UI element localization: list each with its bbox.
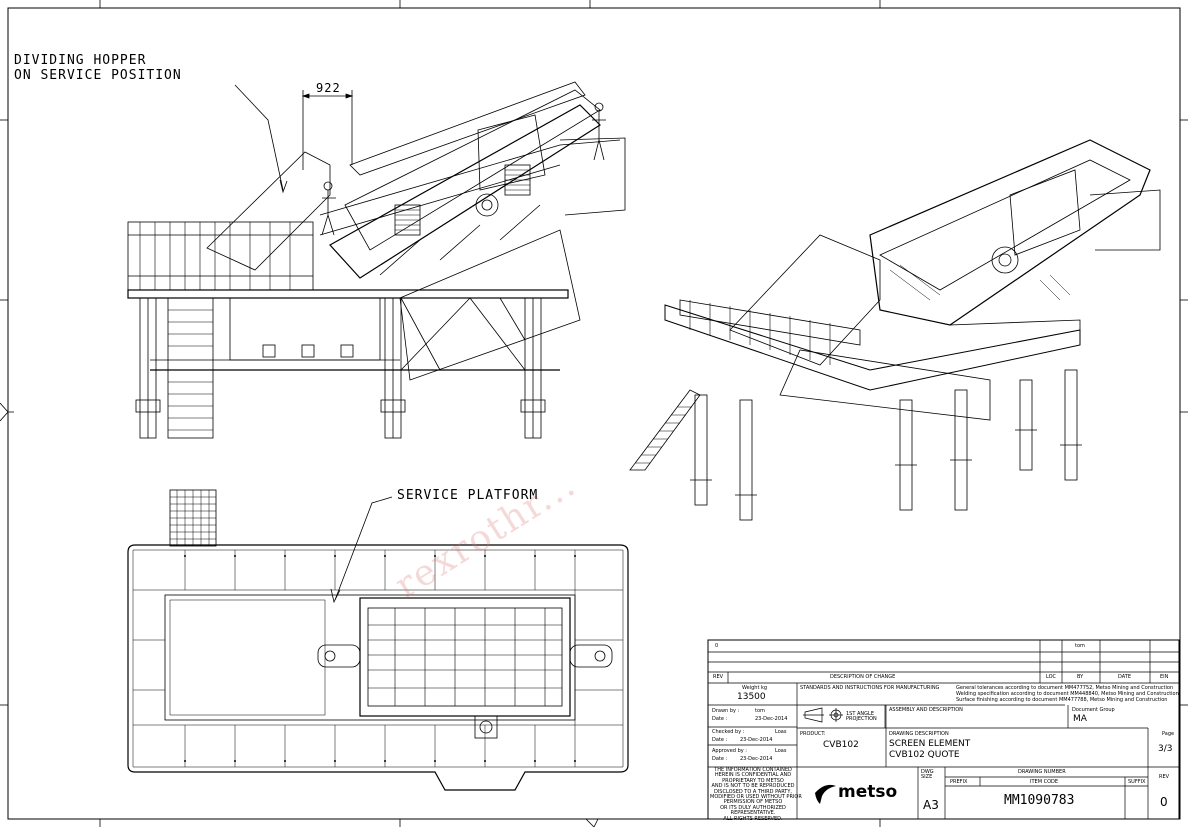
tb-dwg-size-label: DWG SIZE bbox=[921, 769, 934, 780]
tb-drawing-number-value: MM1090783 bbox=[1004, 793, 1075, 808]
tb-drawn-by-label: Drawn by : bbox=[712, 708, 740, 714]
dividing-hopper-label-line1: DIVIDING HOPPER bbox=[14, 53, 147, 68]
tb-header-rev: REV bbox=[713, 674, 724, 680]
tb-page-label: Page bbox=[1162, 731, 1175, 737]
tb-weight-value: 13500 bbox=[737, 692, 766, 702]
side-view bbox=[127, 81, 626, 439]
tb-assembly-label: ASSEMBLY AND DESCRIPTION bbox=[889, 707, 963, 713]
tb-document-group-label: Document Group bbox=[1072, 707, 1115, 713]
tb-approved-date-label: Date : bbox=[712, 756, 728, 762]
tb-top-row-tom: tom bbox=[1075, 643, 1085, 649]
tb-product-label: PRODUCT: bbox=[800, 731, 826, 737]
tb-document-group-value: MA bbox=[1073, 714, 1087, 724]
tb-drawing-description-label: DRAWING DESCRIPTION bbox=[889, 731, 949, 737]
person-figure-right bbox=[592, 102, 606, 161]
tb-rev-value: 0 bbox=[1160, 795, 1168, 809]
tb-checked-by-label: Checked by : bbox=[712, 729, 745, 735]
tb-drawing-number-label: DRAWING NUMBER bbox=[1018, 769, 1066, 775]
isometric-view bbox=[629, 139, 1161, 521]
plan-view bbox=[127, 489, 629, 791]
metso-logo-text: metso bbox=[838, 782, 898, 802]
service-platform-label: SERVICE PLATFORM bbox=[397, 488, 539, 503]
tb-rev-label: REV bbox=[1159, 774, 1170, 780]
dimension-922: 922 bbox=[316, 81, 341, 95]
tb-page-value: 3/3 bbox=[1158, 744, 1173, 754]
tb-tolerances-1: General tolerances according to document… bbox=[956, 685, 1174, 691]
tb-suffix-label: SUFFIX bbox=[1128, 779, 1146, 785]
metso-logo-icon bbox=[815, 784, 836, 804]
tb-tolerances-2: Welding specification according to docum… bbox=[956, 691, 1179, 697]
tb-drawn-date-label: Date : bbox=[712, 716, 728, 722]
tb-approved-date-value: 23-Dec-2014 bbox=[740, 756, 773, 762]
tb-projection: 1ST ANGLE PROJECTION bbox=[846, 711, 877, 722]
tb-top-row-value: 0 bbox=[715, 643, 719, 649]
tb-header-ein: EIN bbox=[1160, 674, 1169, 680]
tb-header-date: DATE bbox=[1118, 674, 1132, 680]
tb-approved-by-label: Approved by : bbox=[712, 748, 747, 754]
tb-approved-by-value: Loas bbox=[775, 748, 787, 754]
tb-checked-date-value: 23-Dec-2014 bbox=[740, 737, 773, 743]
tb-product-value: CVB102 bbox=[823, 740, 859, 750]
tb-drawing-description-line1: SCREEN ELEMENT bbox=[889, 739, 971, 749]
tb-prefix-label: PREFIX bbox=[950, 779, 968, 785]
dividing-hopper-label-line2: ON SERVICE POSITION bbox=[14, 68, 182, 83]
tb-drawn-date-value: 23-Dec-2014 bbox=[755, 716, 788, 722]
tb-dwg-size-value: A3 bbox=[923, 798, 939, 812]
tb-drawing-description-line2: CVB102 QUOTE bbox=[889, 750, 960, 760]
tb-checked-date-label: Date : bbox=[712, 737, 728, 743]
tb-standards: STANDARDS AND INSTRUCTIONS FOR MANUFACTU… bbox=[800, 685, 940, 691]
tb-header-loc: LOC bbox=[1046, 674, 1057, 680]
metso-logo: metso bbox=[812, 780, 912, 808]
person-figure-left bbox=[321, 181, 336, 236]
tb-weight-label: Weight kg bbox=[742, 685, 768, 691]
tb-confidential: THE INFORMATION CONTAINED HEREIN IS CONF… bbox=[710, 767, 802, 822]
tb-header-description: DESCRIPTION OF CHANGE bbox=[830, 674, 896, 680]
tb-tolerances-3: Surface finishing according to document … bbox=[956, 697, 1168, 703]
title-block-lines bbox=[707, 639, 1180, 820]
tb-header-by: BY bbox=[1077, 674, 1084, 680]
tb-drawn-by-value: tom bbox=[755, 708, 765, 714]
tb-checked-by-value: Loas bbox=[775, 729, 787, 735]
tb-item-code-label: ITEM CODE bbox=[1030, 779, 1059, 785]
